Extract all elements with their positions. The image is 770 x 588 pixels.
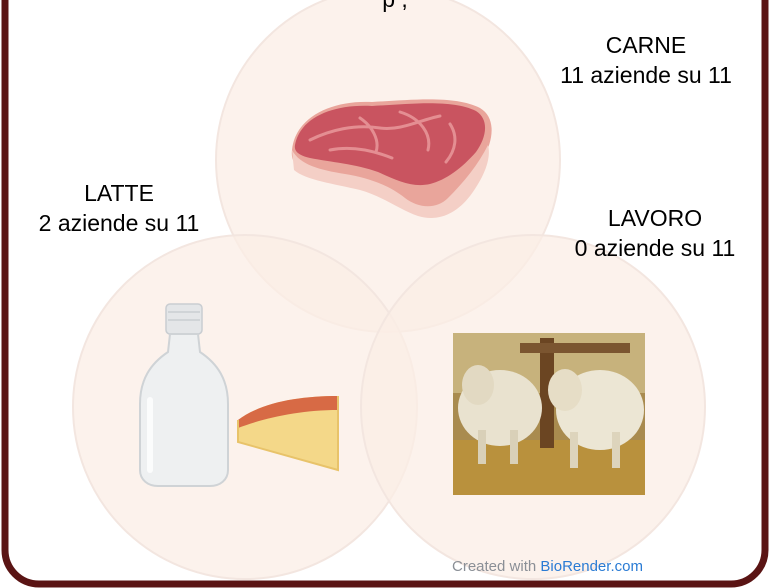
working-oxen-painting [453, 333, 645, 495]
latte-count: 2 aziende su 11 [10, 208, 228, 238]
biorender-credit: Created with BioRender.com [452, 558, 643, 575]
carne-label: CARNE 11 aziende su 11 [531, 30, 761, 90]
lavoro-count: 0 aziende su 11 [546, 233, 764, 263]
carne-name: CARNE [531, 30, 761, 60]
lavoro-name: LAVORO [546, 203, 764, 233]
carne-count: 11 aziende su 11 [531, 60, 761, 90]
latte-name: LATTE [10, 178, 228, 208]
credit-brand-link[interactable]: BioRender.com [540, 558, 643, 575]
latte-label: LATTE 2 aziende su 11 [10, 178, 228, 238]
credit-prefix: Created with [452, 558, 536, 575]
lavoro-label: LAVORO 0 aziende su 11 [546, 203, 764, 263]
partial-title: p , [240, 0, 550, 13]
